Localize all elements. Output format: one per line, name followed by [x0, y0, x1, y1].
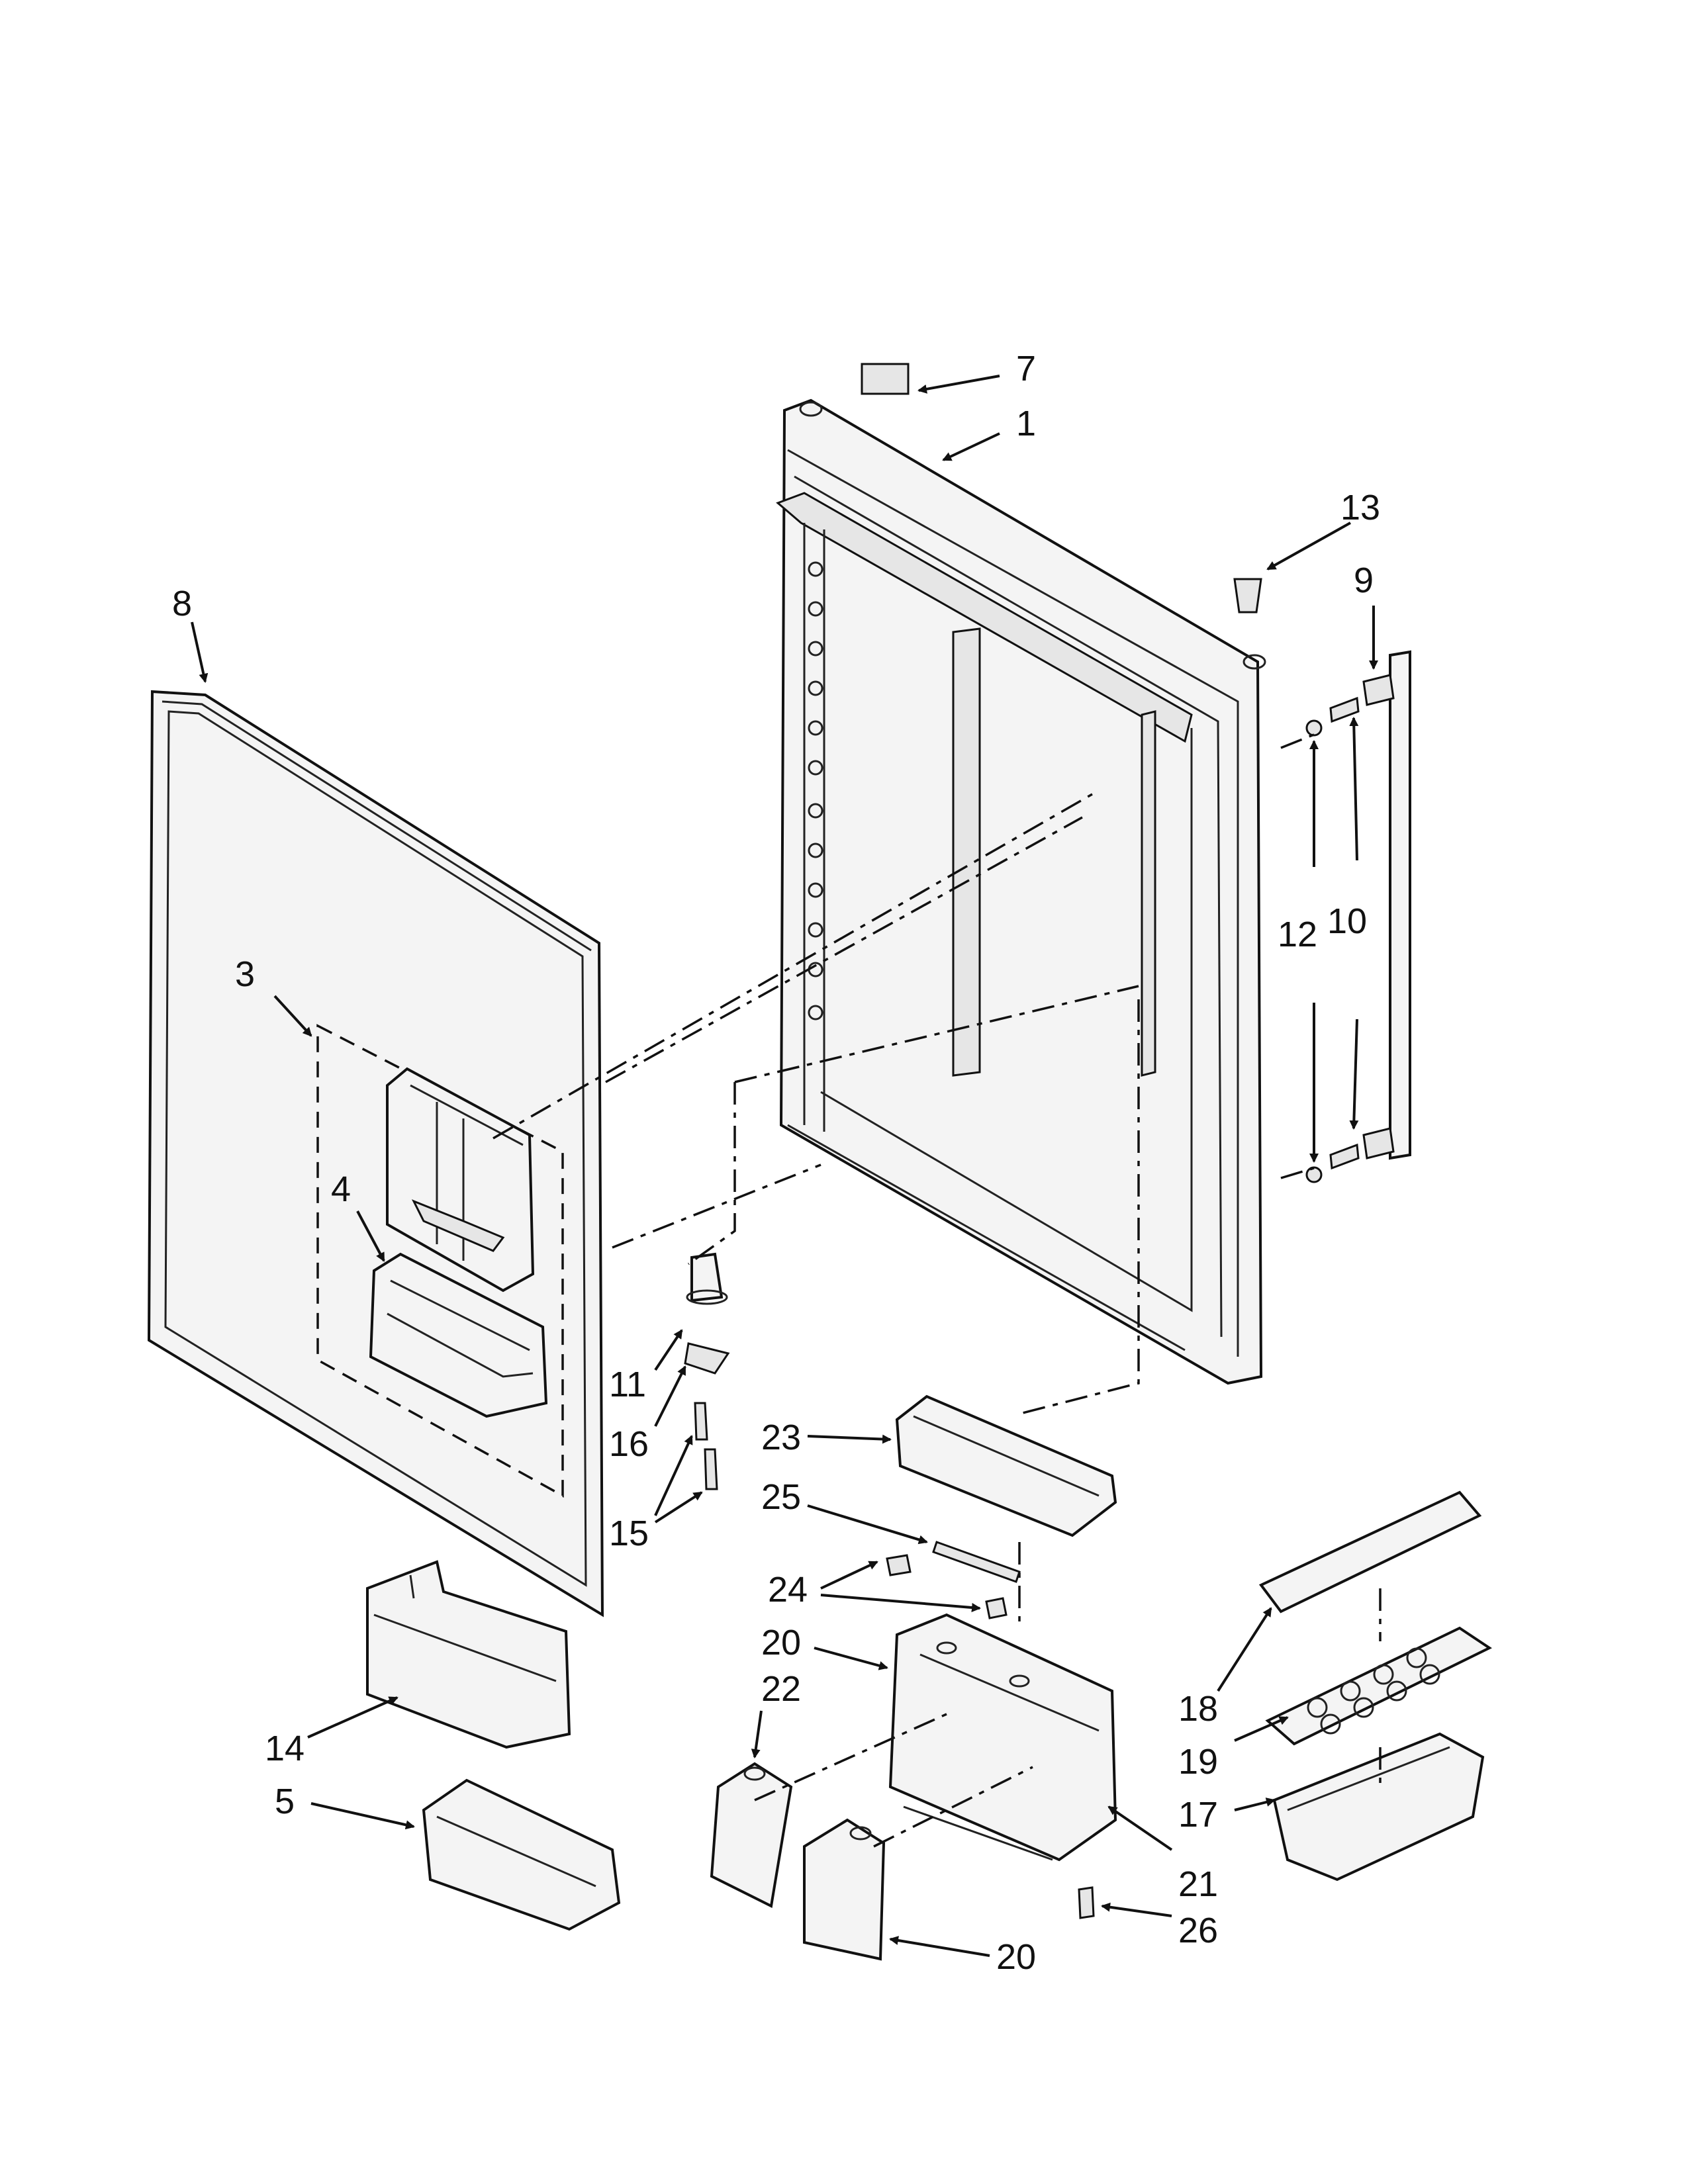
cover-part-22 [710, 1762, 793, 1908]
callout-16: 16 [609, 1424, 649, 1464]
door-panel-part-8 [147, 690, 604, 1617]
screws-parts-10-12 [1305, 696, 1360, 1183]
callout-15: 15 [609, 1514, 649, 1553]
rod-and-clips-parts-24-25 [886, 1541, 1021, 1619]
egg-bin-part-17 [1272, 1732, 1485, 1882]
callout-25: 25 [761, 1477, 801, 1517]
callout-22: 22 [761, 1669, 801, 1709]
callout-19: 19 [1178, 1742, 1218, 1782]
callout-23: 23 [761, 1418, 801, 1457]
callout-3: 3 [235, 954, 255, 994]
dispenser-frame-part-20 [888, 1613, 1117, 1862]
door-bin-part-14 [366, 1560, 571, 1749]
callout-20-top: 20 [761, 1623, 801, 1662]
label-part-7 [861, 363, 910, 395]
cover-part-21 [803, 1818, 886, 1961]
shelf-bin-part-23 [895, 1394, 1117, 1537]
door-liner-part-1 [776, 398, 1266, 1385]
dispenser-tray-part-4 [369, 1252, 548, 1418]
callout-26: 26 [1178, 1911, 1218, 1950]
callout-13: 13 [1340, 488, 1380, 527]
callout-1: 1 [1016, 404, 1036, 443]
callout-18: 18 [1178, 1689, 1218, 1729]
door-bin-part-5 [422, 1778, 621, 1931]
callout-21: 20 [996, 1937, 1036, 1977]
callout-8: 8 [172, 584, 192, 623]
assembly-lines [492, 733, 1382, 1848]
callout-14: 14 [265, 1729, 305, 1768]
lid-part-18 [1258, 1490, 1482, 1614]
callout-4: 4 [331, 1169, 351, 1209]
callout-24: 24 [768, 1570, 808, 1610]
callout-5: 5 [275, 1782, 295, 1821]
callout-11: 11 [609, 1365, 646, 1404]
callout-20-bottom: 21 [1178, 1864, 1218, 1904]
egg-tray-part-19 [1265, 1626, 1492, 1746]
callout-12: 12 [1278, 915, 1317, 954]
hinge-parts-11-15-16 [684, 1252, 730, 1490]
plug-part-13 [1233, 578, 1262, 614]
dispenser-housing [386, 1067, 535, 1293]
callout-9: 9 [1354, 561, 1374, 600]
callout-labels: 7 1 13 9 8 10 12 3 4 11 16 15 23 25 24 2… [172, 349, 1380, 1977]
handle-part-9 [1362, 650, 1411, 1160]
callout-17: 17 [1178, 1795, 1218, 1835]
callout-7: 7 [1016, 349, 1036, 388]
callout-10: 10 [1327, 901, 1367, 941]
clip-part-26 [1078, 1886, 1095, 1919]
leader-arrows [191, 375, 1378, 1957]
